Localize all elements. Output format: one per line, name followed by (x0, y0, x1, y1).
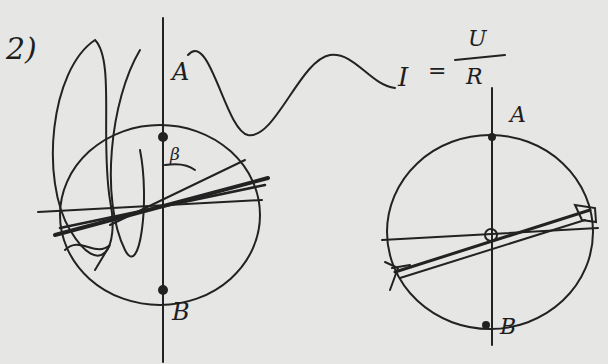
sketch-label: A (510, 104, 526, 126)
rod (400, 220, 585, 278)
scribble (111, 50, 144, 257)
rod (395, 210, 590, 272)
sketch-label: B (172, 300, 190, 324)
sketch-label: I (398, 64, 408, 90)
rod (110, 160, 245, 225)
sketch-label: U (468, 28, 487, 50)
sketch-label: = (428, 60, 446, 82)
pivot (159, 286, 167, 294)
pivot (485, 229, 497, 241)
rod (60, 185, 265, 228)
sketch-label: B (500, 316, 516, 338)
angle-arc (165, 164, 195, 170)
sketch-label: β (170, 146, 180, 163)
circle (60, 125, 260, 305)
sketch-label: A (172, 60, 189, 84)
hand (385, 262, 410, 290)
axis (491, 88, 493, 345)
scribble (53, 40, 113, 256)
scribble (65, 245, 110, 270)
axis (162, 18, 164, 362)
hand (575, 205, 596, 222)
fraction-bar (455, 55, 505, 60)
pivot (489, 134, 495, 140)
sketch-label: R (466, 66, 483, 88)
pivot (483, 322, 489, 328)
circle (387, 135, 593, 329)
pivot (159, 133, 167, 141)
squiggle (188, 51, 395, 135)
axis (382, 228, 598, 240)
sketch-label: 2) (6, 34, 37, 64)
rod (55, 178, 268, 235)
